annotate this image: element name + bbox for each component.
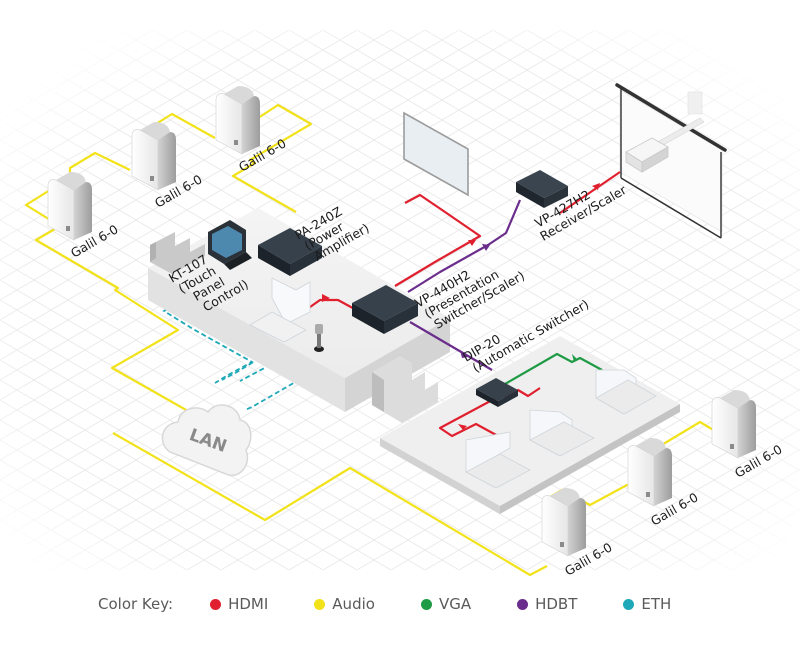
audio-color-dot: [314, 598, 326, 610]
legend-item-hdmi: HDMI: [210, 595, 268, 613]
legend-item-vga: VGA: [420, 595, 472, 613]
vga-arrow: [572, 354, 578, 362]
legend-item-hdbt: HDBT: [517, 595, 577, 613]
speaker-logo-icon: [646, 492, 650, 497]
display-monitor: [403, 111, 469, 197]
galil-speaker: Galil 6-0: [627, 438, 701, 529]
kt107-touch-panel: [208, 220, 252, 270]
legend-item-eth: ETH: [623, 595, 671, 613]
vp427h2-device: [516, 170, 568, 208]
lan-cloud: LAN: [161, 404, 252, 477]
speaker-logo-icon: [730, 444, 734, 449]
legend-label: VGA: [438, 595, 472, 613]
pa240z-device: [258, 228, 322, 276]
microphone: [314, 324, 324, 352]
legend-label: HDBT: [535, 595, 578, 613]
legend-label: ETH: [641, 595, 672, 613]
legend-label: Audio: [332, 595, 375, 613]
hdbt-color-dot: [517, 598, 529, 610]
dip20-device: [476, 378, 518, 407]
vga-cables: [504, 352, 603, 385]
legend-title: Color Key:: [98, 595, 174, 613]
speaker-logo-icon: [150, 176, 154, 181]
color-key-legend: Color Key: HDMI Audio VGA HDBT ETH: [98, 592, 671, 616]
vp440h2-device: [352, 285, 418, 334]
table-laptop-2: [529, 409, 595, 457]
speaker-logo-icon: [234, 140, 238, 145]
table-laptop-1: [465, 431, 531, 489]
legend-item-audio: Audio: [314, 595, 375, 613]
eth-color-dot: [623, 598, 635, 610]
speaker-logo-icon: [560, 542, 564, 547]
vga-color-dot: [420, 598, 432, 610]
speaker-logo-icon: [66, 226, 70, 231]
stage-laptop: [249, 277, 311, 343]
table-laptop-3: [595, 369, 657, 415]
hdbt-arrows: [460, 244, 490, 358]
legend-label: HDMI: [228, 595, 269, 613]
hdmi-color-dot: [210, 598, 222, 610]
projection-screen: [615, 83, 727, 239]
